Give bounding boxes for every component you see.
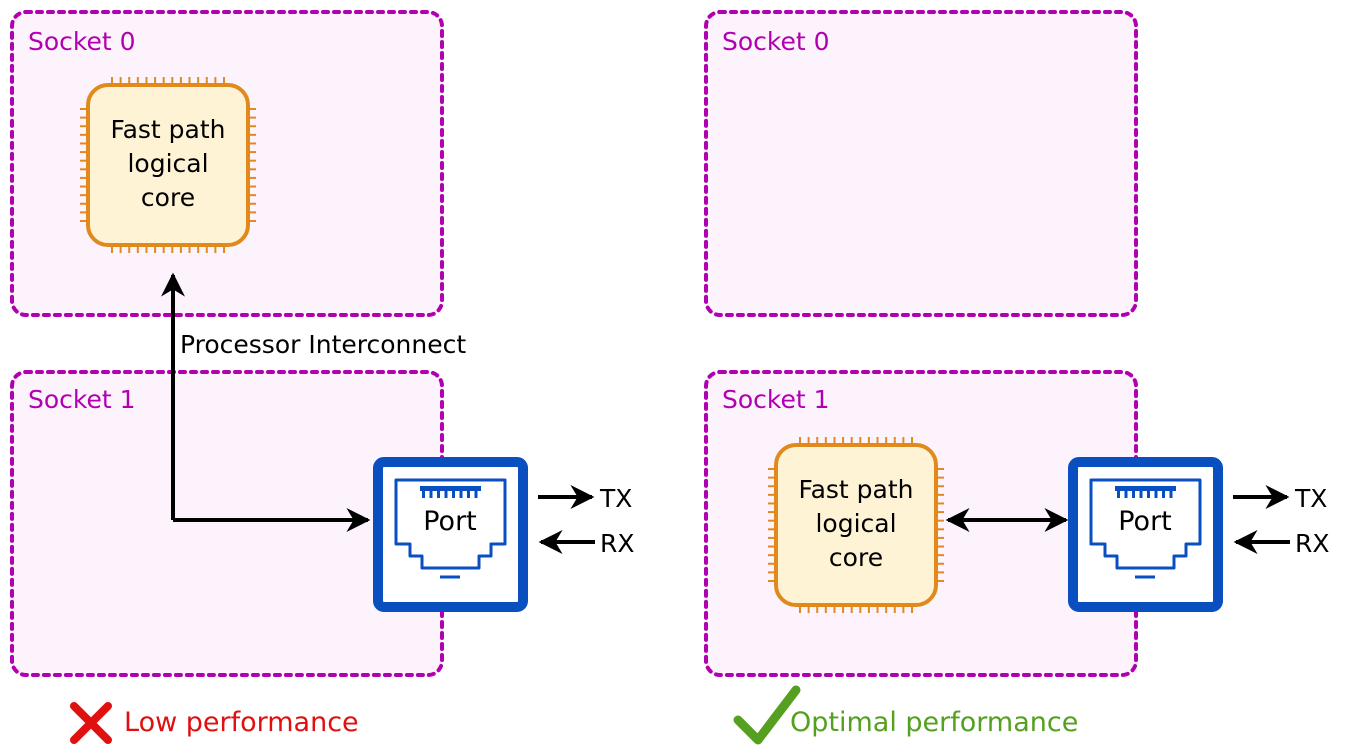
port-socket-outline [394, 478, 507, 570]
left-rx-label: RX [600, 529, 635, 558]
port-frame [1068, 457, 1223, 612]
right-rx-label: RX [1295, 529, 1330, 558]
port-contact [1117, 491, 1120, 498]
right-port-icon [1068, 457, 1223, 612]
port-contact [474, 491, 478, 498]
left-scenario: Socket 0 Socket 1 Fast path logical core… [10, 10, 635, 744]
port-contact [1124, 491, 1128, 498]
left-verdict: Low performance [124, 707, 359, 738]
right-socket-0-label: Socket 0 [722, 27, 830, 56]
left-port: Port [373, 457, 528, 612]
right-socket-1-label: Socket 1 [722, 385, 830, 414]
left-port-label: Port [423, 506, 477, 537]
right-port: Port [1068, 457, 1223, 612]
port-contact [1147, 491, 1150, 498]
left-core-chip: Fast path logical core [80, 77, 256, 253]
right-core-body [774, 443, 938, 607]
left-tx-label: TX [599, 484, 632, 513]
right-port-label: Port [1118, 506, 1172, 537]
left-socket-0-label: Socket 0 [28, 27, 136, 56]
port-contact [1154, 491, 1158, 498]
port-frame [373, 457, 528, 612]
left-core-label-line-3: core [141, 183, 195, 212]
left-core-label-line-1: Fast path [110, 115, 225, 144]
port-contact [1169, 491, 1173, 498]
left-socket-1: Socket 1 [10, 370, 444, 677]
right-core-label-line-1: Fast path [798, 475, 913, 504]
port-contact [1139, 491, 1143, 498]
port-socket-outline [1089, 478, 1202, 570]
check-icon [733, 685, 801, 745]
port-contact [1132, 491, 1135, 498]
port-contact [459, 491, 463, 498]
port-contact [429, 491, 433, 498]
left-port-icon [373, 457, 528, 612]
port-contact [1162, 491, 1165, 498]
cross-icon [70, 702, 112, 744]
port-contact [452, 491, 455, 498]
port-contacts-bar [420, 486, 481, 491]
port-contact [467, 491, 470, 498]
left-socket-1-label: Socket 1 [28, 385, 136, 414]
right-core-label-line-3: core [829, 543, 883, 572]
port-contact [444, 491, 448, 498]
right-verdict: Optimal performance [790, 707, 1078, 738]
left-core-label-line-2: logical [127, 149, 208, 178]
right-scenario: Socket 0 Socket 1 Fast path logical core… [704, 10, 1330, 745]
right-core-chip: Fast path logical core [768, 437, 944, 613]
right-tx-label: TX [1294, 484, 1327, 513]
right-socket-0: Socket 0 [704, 10, 1138, 317]
port-contacts-bar [1115, 486, 1176, 491]
interconnect-label: Processor Interconnect [180, 330, 466, 359]
left-core-body [86, 83, 250, 247]
port-contact [437, 491, 440, 498]
port-contact [422, 491, 425, 498]
right-core-label-line-2: logical [815, 509, 896, 538]
